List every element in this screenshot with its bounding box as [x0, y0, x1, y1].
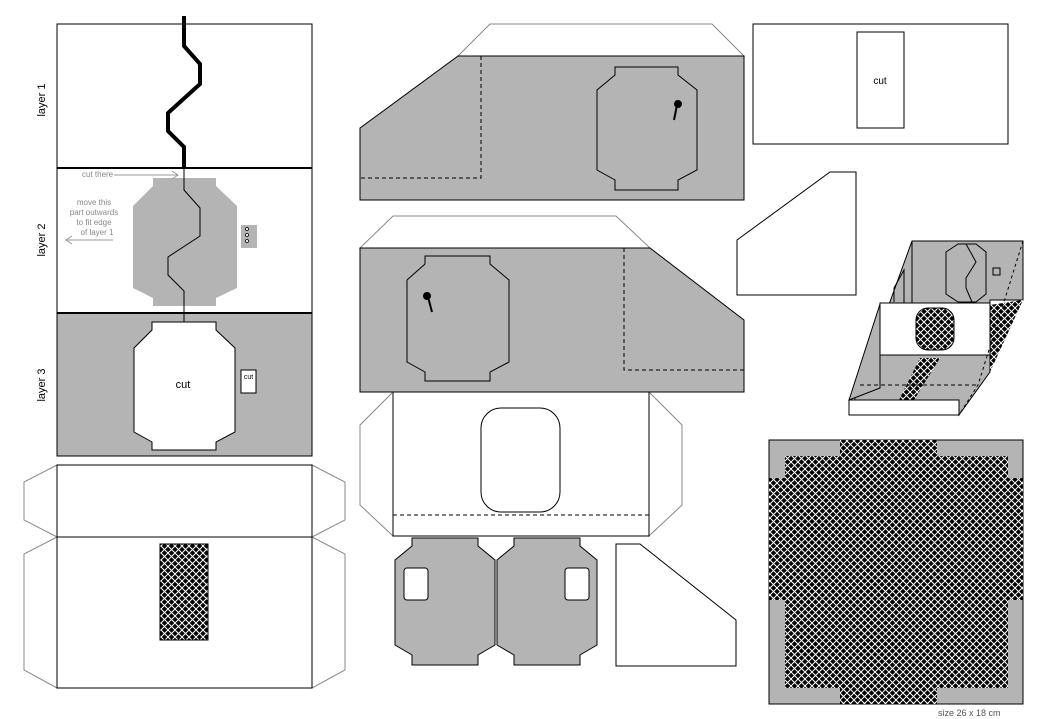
size-label: size 26 x 18 cm [938, 708, 1001, 718]
svg-text:part outwards: part outwards [70, 208, 118, 217]
move-note: move this part outwards to fit edge of l… [70, 198, 118, 237]
cut-label: cut [176, 379, 191, 391]
cut-there-note: cut there [82, 170, 114, 179]
layer-2-window-shape [133, 178, 237, 306]
layer-2-label: layer 2 [36, 223, 48, 256]
floor-piece [768, 439, 1024, 705]
cut-line-thin [167, 168, 201, 322]
layer-3-cut-window [133, 321, 236, 451]
middle-front [359, 390, 683, 538]
layer-2-small-tab [241, 225, 257, 248]
cut-line-thick [166, 16, 202, 168]
svg-text:of layer 1: of layer 1 [81, 228, 114, 237]
top-right-cut-box [856, 31, 905, 129]
layer-3-label: layer 3 [36, 368, 48, 401]
bottom-left-net [23, 464, 346, 689]
middle-wall-1 [359, 23, 746, 201]
svg-text:move this: move this [77, 198, 111, 207]
small-cut-label: cut [244, 374, 253, 381]
middle-wall-2 [358, 215, 745, 393]
small-cut-box [240, 369, 257, 394]
holes-icon [245, 227, 249, 243]
wedge-piece-2 [736, 171, 857, 296]
arrow-right-icon [171, 170, 179, 180]
layer-1-label: layer 1 [36, 83, 48, 116]
svg-text:to fit edge: to fit edge [76, 218, 112, 227]
assembled-preview [848, 240, 1024, 417]
arrow-left-icon [65, 235, 73, 245]
top-right-cut-label: cut [873, 76, 887, 87]
side-pieces [394, 537, 598, 666]
wedge-piece-1 [615, 543, 737, 667]
